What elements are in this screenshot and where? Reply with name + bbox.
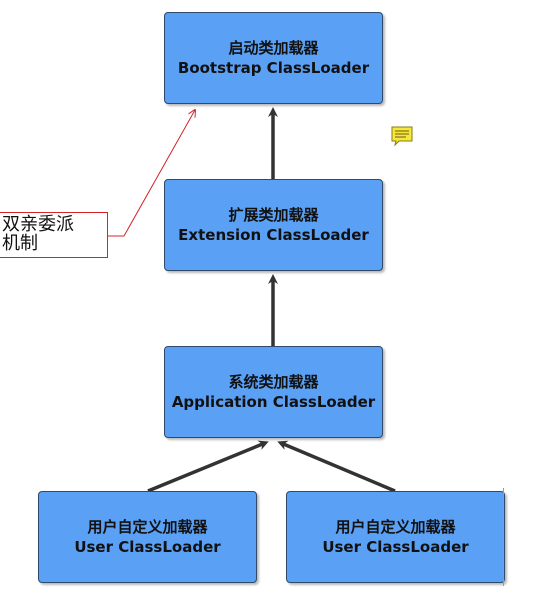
arrow-user1-to-application <box>147 440 269 493</box>
user2-label-cn: 用户自定义加载器 <box>335 518 456 536</box>
extension-label-en: Extension ClassLoader <box>178 226 369 244</box>
bootstrap-classloader-box: 启动类加载器 Bootstrap ClassLoader <box>164 12 383 104</box>
sticky-note-icon[interactable] <box>391 126 413 146</box>
bootstrap-label-cn: 启动类加载器 <box>228 39 319 57</box>
application-label-cn: 系统类加载器 <box>228 373 319 391</box>
application-label-en: Application ClassLoader <box>171 393 376 411</box>
callout-leader-line <box>108 110 195 237</box>
user2-label-en: User ClassLoader <box>322 538 469 556</box>
user-classloader-box-2: 用户自定义加载器 User ClassLoader <box>286 491 505 583</box>
arrow-user2-to-application <box>277 440 396 493</box>
callout-text-line1: 双亲委派 <box>2 214 74 235</box>
callout-text-line2: 机制 <box>2 233 38 254</box>
extension-label-cn: 扩展类加载器 <box>228 206 319 224</box>
parent-delegation-callout: 双亲委派 机制 <box>0 212 108 258</box>
user1-label-en: User ClassLoader <box>74 538 221 556</box>
user-classloader-box-1: 用户自定义加载器 User ClassLoader <box>38 491 257 583</box>
application-classloader-box: 系统类加载器 Application ClassLoader <box>164 346 383 438</box>
edge-divider <box>503 488 504 586</box>
extension-classloader-box: 扩展类加载器 Extension ClassLoader <box>164 179 383 271</box>
user1-label-cn: 用户自定义加载器 <box>87 518 208 536</box>
bootstrap-label-en: Bootstrap ClassLoader <box>177 59 370 77</box>
